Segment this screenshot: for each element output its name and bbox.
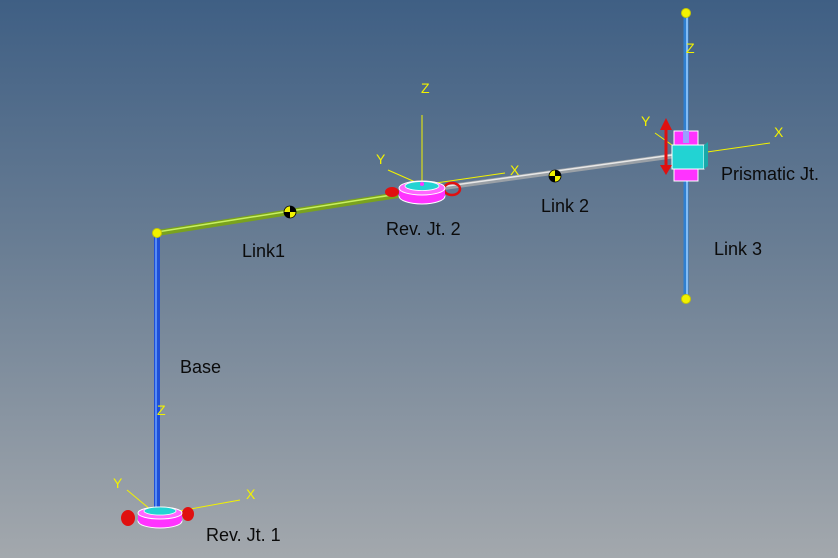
label-prismatic-jt: Prismatic Jt. <box>721 164 820 184</box>
prismatic-jt <box>660 118 708 182</box>
rev-jt-1-axis-z: Z <box>157 402 166 418</box>
rev-jt-2 <box>385 180 462 205</box>
rev-jt-1-axis-y: Y <box>113 475 123 491</box>
rev-jt-1 <box>121 506 194 529</box>
label-link2: Link 2 <box>541 196 590 216</box>
end-point-link3-bottom <box>681 294 691 304</box>
rev-jt-2-axis-y: Y <box>376 151 386 167</box>
label-link1: Link1 <box>242 241 286 261</box>
label-link3: Link 3 <box>714 239 763 259</box>
rev-jt-2-axis-x: X <box>510 162 520 178</box>
label-rev-jt-2: Rev. Jt. 2 <box>386 219 461 239</box>
rev-jt-2-axis-z: Z <box>421 80 430 96</box>
end-point-base-top <box>152 228 162 238</box>
link1 <box>156 192 399 236</box>
prismatic-axis-x: X <box>774 124 784 140</box>
link1-cm-marker <box>283 205 297 219</box>
end-point-link3-top <box>681 8 691 18</box>
rev-jt-1-axis-x: X <box>246 486 256 502</box>
prismatic-axis-y: Y <box>641 113 651 129</box>
label-rev-jt-1: Rev. Jt. 1 <box>206 525 281 545</box>
label-base: Base <box>180 357 222 377</box>
link2-cm-marker <box>548 169 562 183</box>
link3-axis-z: Z <box>686 40 695 56</box>
rev-jt-2-axes <box>387 115 506 186</box>
